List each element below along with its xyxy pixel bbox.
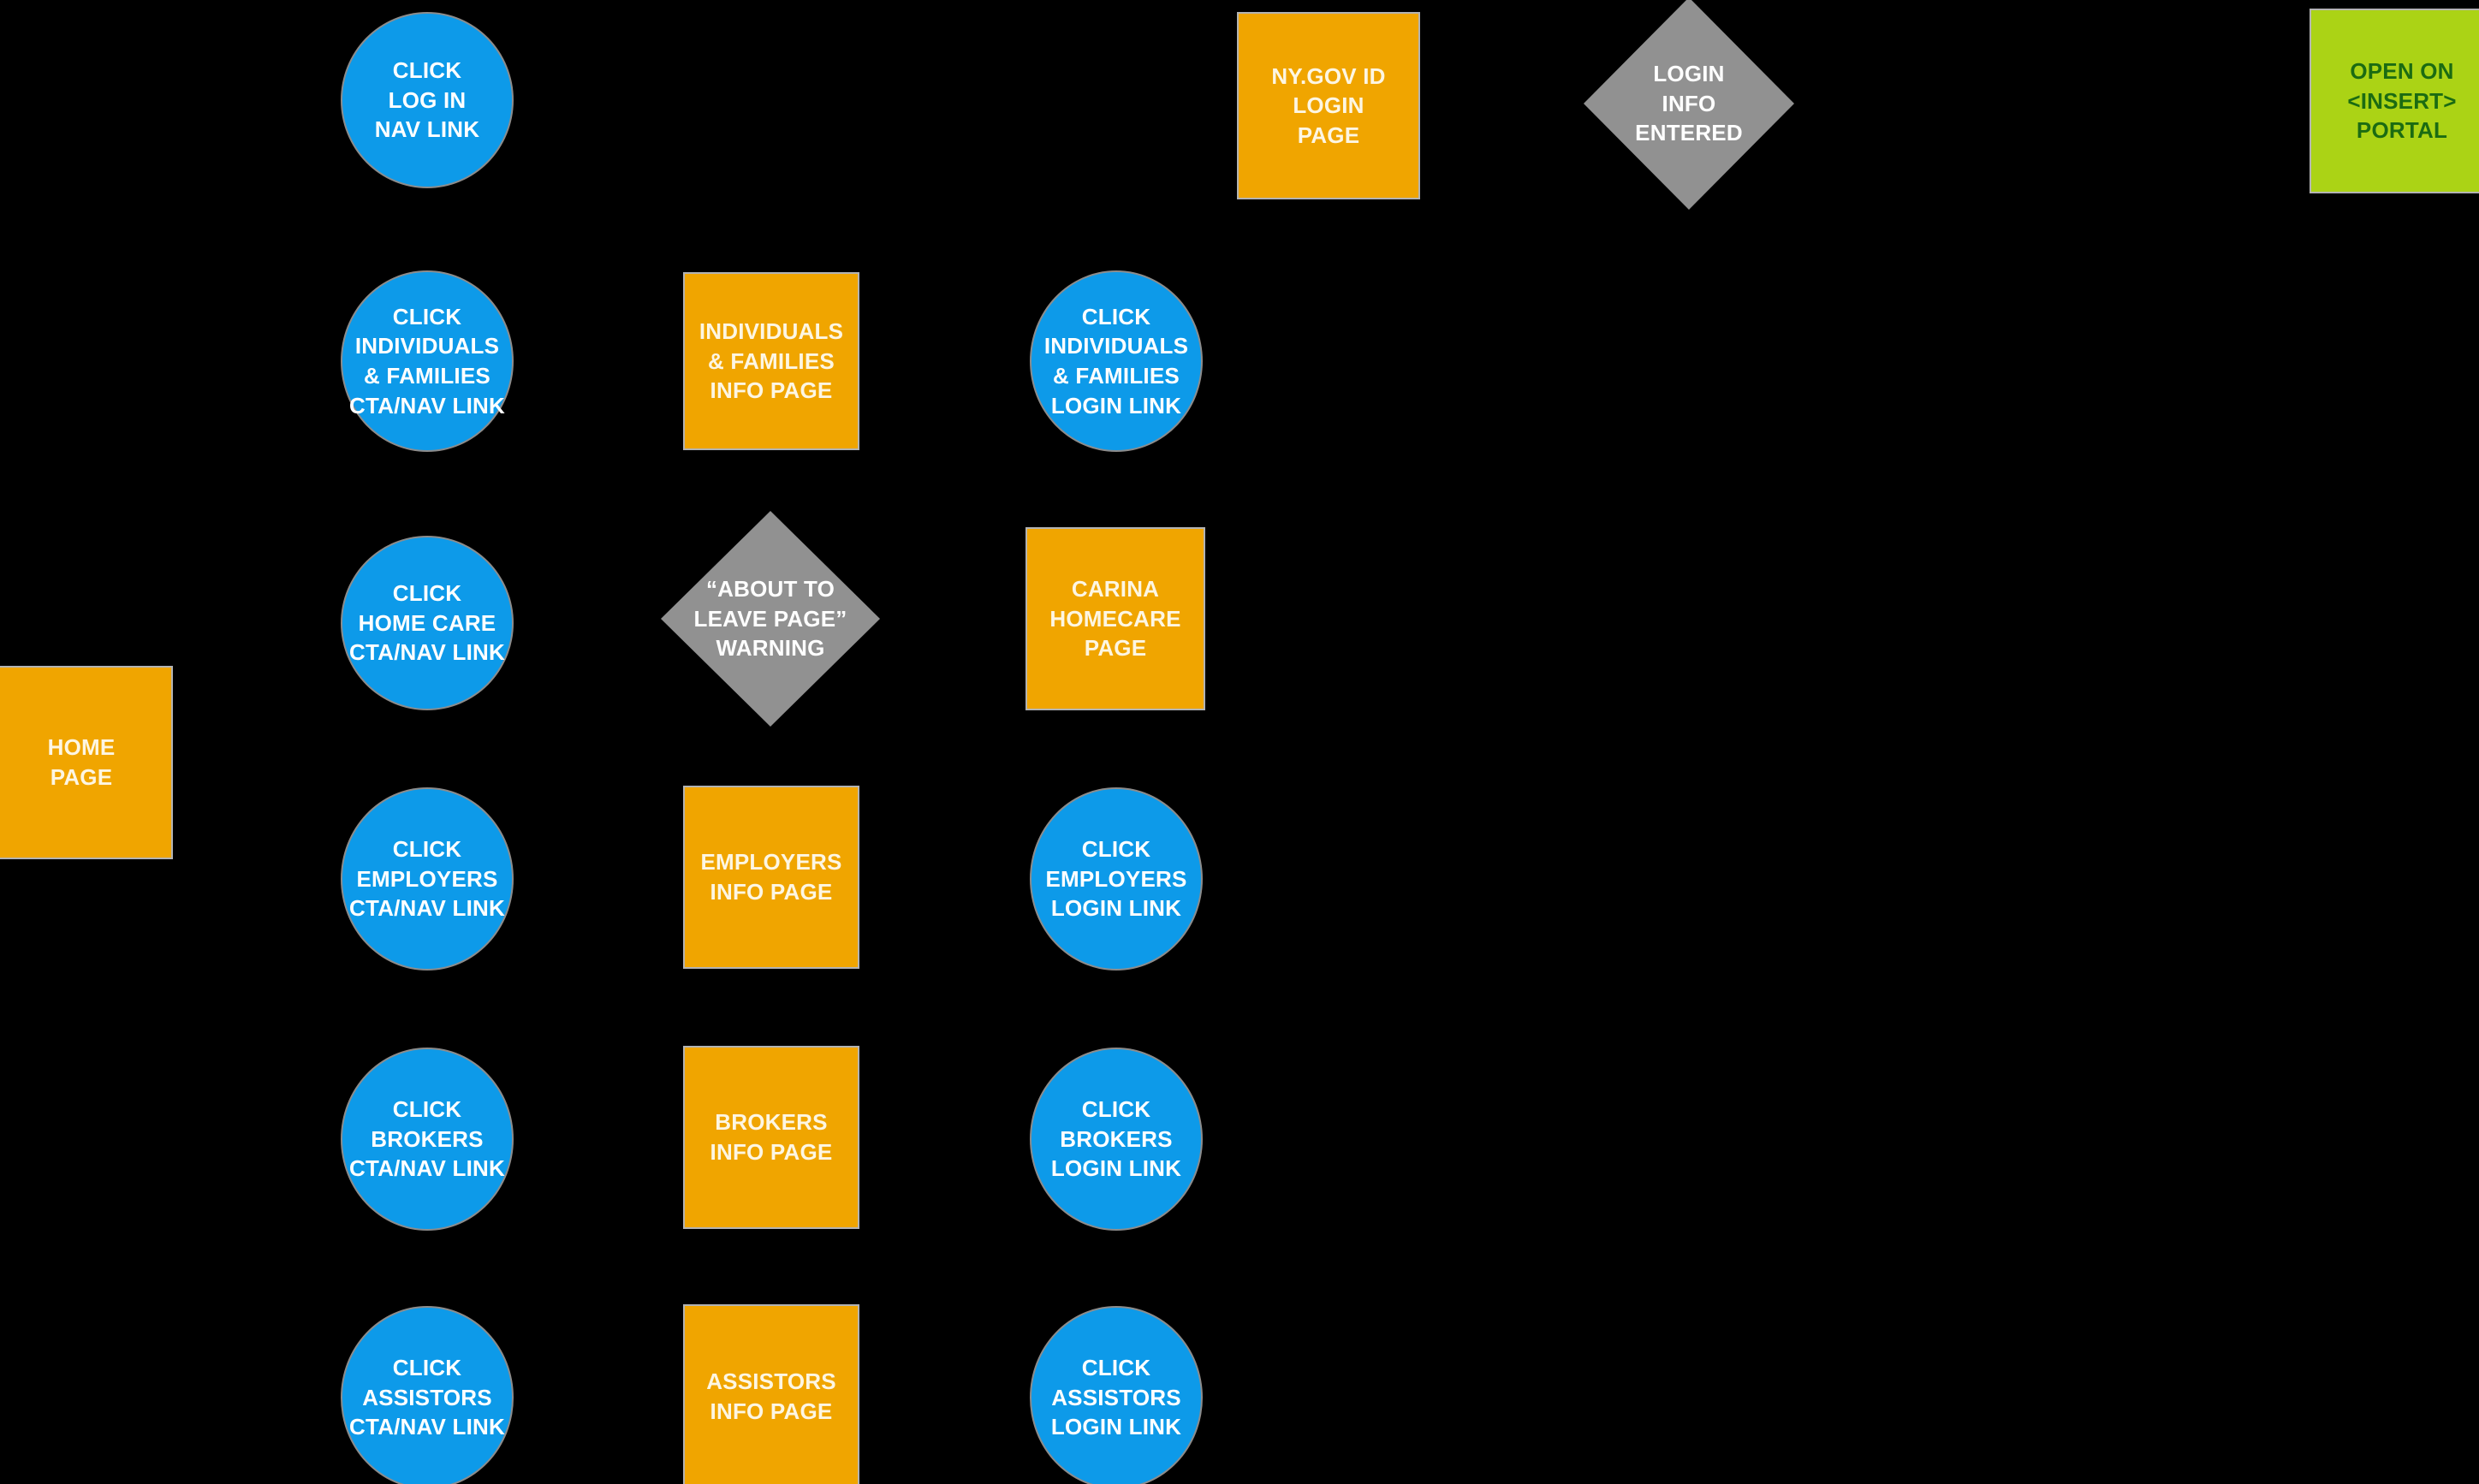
node-label: CLICK HOME CARE CTA/NAV LINK (349, 580, 505, 666)
node-label: EMPLOYERS INFO PAGE (700, 849, 842, 905)
node-label: CLICK BROKERS CTA/NAV LINK (349, 1096, 505, 1182)
node-label: CLICK INDIVIDUALS & FAMILIES CTA/NAV LIN… (349, 303, 505, 418)
node-open-on-insert-portal[interactable]: OPEN ON <INSERT> PORTAL (2311, 10, 2479, 192)
node-click-log-in-nav-link[interactable]: CLICK LOG IN NAV LINK (342, 14, 512, 187)
node-label: CLICK ASSISTORS LOGIN LINK (1050, 1355, 1182, 1440)
node-label: INDIVIDUALS & FAMILIES INFO PAGE (699, 318, 844, 404)
node-label: LOGIN INFO ENTERED (1635, 61, 1743, 146)
node-label: NY.GOV ID LOGIN PAGE (1271, 62, 1386, 148)
node-click-brokers-cta-nav-link[interactable]: CLICK BROKERS CTA/NAV LINK (342, 1049, 512, 1229)
node-individuals-families-info-page[interactable]: INDIVIDUALS & FAMILIES INFO PAGE (685, 274, 858, 448)
node-click-assistors-cta-nav-link[interactable]: CLICK ASSISTORS CTA/NAV LINK (342, 1308, 512, 1484)
node-click-individuals-families-login-link[interactable]: CLICK INDIVIDUALS & FAMILIES LOGIN LINK (1031, 272, 1201, 450)
node-about-to-leave-page-warning[interactable]: “ABOUT TO LEAVE PAGE” WARNING (661, 511, 880, 727)
node-label: OPEN ON <INSERT> PORTAL (2347, 58, 2457, 144)
node-click-brokers-login-link[interactable]: CLICK BROKERS LOGIN LINK (1031, 1049, 1201, 1229)
node-click-employers-cta-nav-link[interactable]: CLICK EMPLOYERS CTA/NAV LINK (342, 789, 512, 969)
node-label: CLICK ASSISTORS CTA/NAV LINK (349, 1355, 505, 1440)
node-employers-info-page[interactable]: EMPLOYERS INFO PAGE (685, 787, 858, 967)
node-carina-homecare-page[interactable]: CARINA HOMECARE PAGE (1027, 529, 1204, 709)
node-login-info-entered[interactable]: LOGIN INFO ENTERED (1584, 0, 1794, 210)
node-label: CLICK BROKERS LOGIN LINK (1050, 1096, 1182, 1182)
node-label: BROKERS INFO PAGE (710, 1109, 833, 1165)
node-click-employers-login-link[interactable]: CLICK EMPLOYERS LOGIN LINK (1031, 789, 1201, 969)
node-label: HOME PAGE (47, 734, 116, 790)
node-label: “ABOUT TO LEAVE PAGE” WARNING (693, 576, 847, 662)
node-nygov-id-login-page[interactable]: NY.GOV ID LOGIN PAGE (1239, 14, 1418, 198)
node-home-page[interactable]: HOME PAGE (0, 668, 171, 858)
node-label: CLICK INDIVIDUALS & FAMILIES LOGIN LINK (1043, 303, 1189, 418)
node-label: CLICK EMPLOYERS CTA/NAV LINK (349, 836, 505, 922)
node-assistors-info-page[interactable]: ASSISTORS INFO PAGE (685, 1306, 858, 1484)
node-label: CLICK LOG IN NAV LINK (374, 57, 480, 143)
node-click-home-care-cta-nav-link[interactable]: CLICK HOME CARE CTA/NAV LINK (342, 537, 512, 709)
node-label: CLICK EMPLOYERS LOGIN LINK (1045, 836, 1187, 922)
node-label: CARINA HOMECARE PAGE (1049, 576, 1181, 662)
node-click-assistors-login-link[interactable]: CLICK ASSISTORS LOGIN LINK (1031, 1308, 1201, 1484)
node-label: ASSISTORS INFO PAGE (706, 1368, 836, 1424)
node-click-individuals-families-cta-nav-link[interactable]: CLICK INDIVIDUALS & FAMILIES CTA/NAV LIN… (342, 272, 512, 450)
node-brokers-info-page[interactable]: BROKERS INFO PAGE (685, 1048, 858, 1227)
